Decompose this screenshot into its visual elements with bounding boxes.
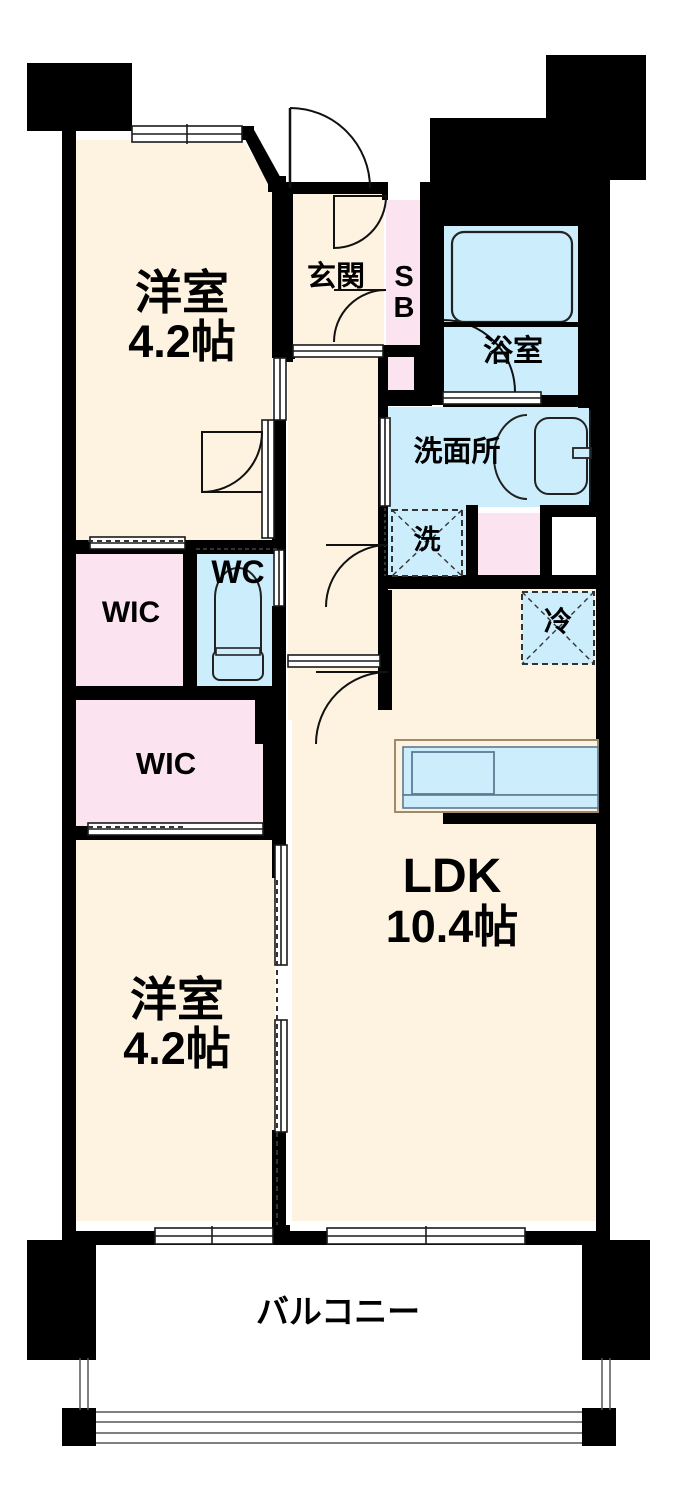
toilet-label: WC (196, 555, 280, 590)
window-wic-upper-top (89, 536, 186, 550)
door-jamb-corridor-a (273, 357, 287, 421)
bathroom-label: 浴室 (445, 336, 581, 368)
window-bedroom-south-bottom (154, 1226, 274, 1246)
balcony-area (79, 1245, 611, 1444)
door-band-bathroom (442, 391, 542, 405)
label-washroom: 洗面所 (392, 437, 522, 468)
ldk-name: LDK (352, 851, 552, 903)
wall-corridor-right-a (378, 357, 388, 417)
label-shoebox: S B (386, 262, 422, 323)
wall-bottom-mid-post (272, 1225, 290, 1247)
bedroom-north-name: 洋室 (98, 268, 266, 318)
wall-sb-right (420, 182, 432, 357)
label-balcony: バルコニー (198, 1294, 478, 1330)
wall-washroom-pink-r2 (540, 505, 552, 581)
label-wic-lower: WIC (96, 747, 236, 781)
kitchen-counter (394, 739, 599, 813)
wall-pink-lower-right (414, 356, 432, 406)
label-bedroom-south: 洋室 4.2帖 (92, 975, 262, 1073)
floor-washroom-closet (478, 513, 542, 575)
wall-wic-lower-right2 (263, 700, 286, 832)
wall-corridor-right-b (378, 505, 388, 590)
wall-washroom-bottom (384, 575, 599, 589)
label-fridge: 冷 (522, 607, 594, 637)
washer-label: 洗 (392, 526, 462, 555)
wall-wic-upper-bottom (62, 686, 286, 700)
wic-lower-label: WIC (96, 747, 236, 781)
window-wic-lower-bottom (87, 822, 264, 836)
balcony-label: バルコニー (198, 1294, 478, 1330)
bedroom-north-size: 4.2帖 (98, 318, 266, 366)
wall-wc-right2 (272, 606, 286, 692)
bathtub-divider (443, 322, 580, 327)
label-bathroom: 浴室 (445, 336, 581, 368)
rail-post-left (62, 1408, 96, 1446)
entrance-label: 玄関 (294, 262, 378, 293)
washroom-label: 洗面所 (392, 437, 522, 468)
wall-corridor-right-c (378, 590, 392, 710)
window-ldk-bottom (326, 1226, 526, 1246)
label-wic-upper: WIC (78, 597, 184, 629)
wall-sb-bottom (382, 345, 432, 357)
column-top-right-2 (430, 118, 646, 180)
door-jamb-bedroom-north (261, 419, 275, 539)
ldk-size: 10.4帖 (352, 903, 552, 951)
wic-upper-label: WIC (78, 597, 184, 629)
wall-top-head (288, 182, 388, 194)
shoebox-label-line2: B (386, 292, 422, 324)
label-entrance: 玄関 (294, 262, 378, 293)
sliding-partitions (88, 508, 386, 1225)
shoebox-label-line1: S (386, 262, 422, 293)
door-arc-entrance-inner (333, 195, 388, 250)
wall-top-entrance-left (283, 182, 293, 362)
door-arc-entrance-main (289, 107, 371, 189)
wall-corridor-left-mid (272, 420, 286, 550)
label-bedroom-north: 洋室 4.2帖 (98, 268, 266, 366)
bedroom-south-name: 洋室 (92, 975, 262, 1025)
wall-diagonal-bedroom (241, 128, 283, 190)
wall-wic-sep (183, 546, 197, 692)
wall-bedroom-south-right2 (272, 1130, 286, 1245)
door-arc-corridor-ldk-lower (315, 671, 389, 745)
wall-bath-right (578, 180, 610, 408)
wall-washroom-right (589, 405, 610, 513)
label-ldk: LDK 10.4帖 (352, 851, 552, 951)
wall-sb-left (382, 182, 388, 200)
wall-corridor-left-upper (272, 188, 286, 358)
door-jamb-bedroom-south (274, 844, 288, 966)
door-band-entrance (292, 344, 384, 358)
bedroom-south-size: 4.2帖 (92, 1025, 262, 1073)
wall-outer-left (62, 118, 76, 1243)
column-top-left (27, 63, 132, 131)
toilet-bowl (212, 567, 264, 681)
wall-washer-sep (466, 505, 478, 577)
label-toilet: WC (196, 555, 280, 590)
wall-outer-right (596, 395, 610, 1243)
window-bedroom-north (131, 124, 243, 144)
fridge-label: 冷 (522, 607, 594, 637)
door-band-corridor-lower (287, 654, 381, 668)
wall-kitchen-under (443, 812, 598, 824)
bathtub (450, 230, 574, 324)
kitchen-sink (411, 751, 495, 795)
rail-post-right (582, 1408, 616, 1446)
wall-pink-lower-left (382, 390, 416, 406)
wall-bath-left (430, 180, 444, 405)
label-washer: 洗 (392, 526, 462, 555)
door-arc-corridor-ldk-upper (325, 544, 389, 608)
structural-columns (27, 55, 650, 1446)
door-jamb-corridor-c (379, 417, 391, 507)
door-jamb-bedroom-south-2 (274, 1019, 288, 1133)
wall-washroom-pink-right (540, 505, 598, 517)
